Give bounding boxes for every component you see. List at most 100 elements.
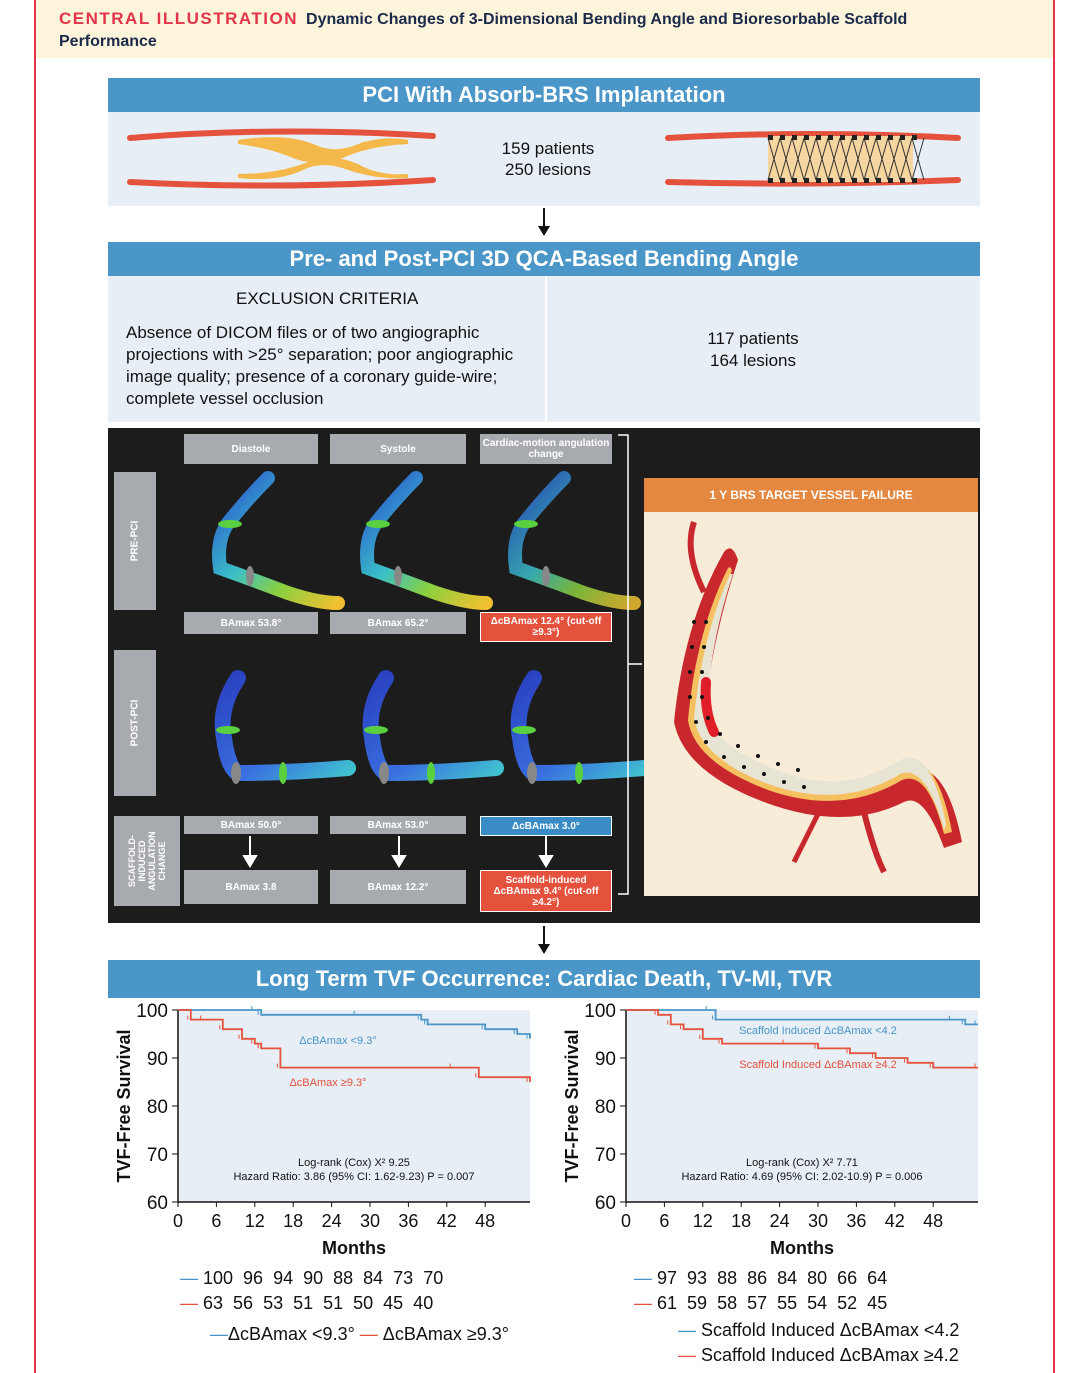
row-post-pci: POST-PCI [114, 650, 156, 796]
y-tick-label: 60 [595, 1193, 616, 1214]
caption-title: Dynamic Changes of 3-Dimensional Bending… [59, 11, 908, 50]
section1-patients: 159 patients [501, 139, 595, 158]
post-pci-vessel-render [510, 670, 652, 782]
km-series-blue [626, 1009, 978, 1026]
section2-lesions: 164 lesions [709, 351, 796, 370]
caption-kicker: CENTRAL ILLUSTRATION [59, 9, 299, 28]
x-tick-label: 30 [360, 1211, 380, 1231]
section2-patients: 117 patients [707, 329, 799, 348]
x-tick-label: 48 [475, 1211, 495, 1231]
y-axis-label: TVF-Free Survival [114, 1029, 134, 1182]
x-tick-label: 36 [846, 1211, 866, 1231]
sc-diastole-value: BAmax 3.8 [184, 870, 318, 904]
post-diastole-value: BAmax 50.0° [184, 816, 318, 834]
series-label: ΔcBAmax ≥9.3° [289, 1077, 366, 1089]
exclusion-text: Absence of DICOM files or of two angiogr… [126, 323, 514, 408]
logrank-annotation: Log-rank (Cox) X² 7.71 [746, 1157, 858, 1169]
y-tick-label: 90 [595, 1049, 616, 1070]
x-tick-label: 42 [885, 1211, 905, 1231]
series-label: Scaffold Induced ΔcBAmax <4.2 [739, 1025, 897, 1037]
y-tick-label: 80 [595, 1097, 616, 1118]
y-tick-label: 90 [147, 1049, 168, 1070]
row-arrows [242, 836, 554, 868]
risk-row-red-left: — 63 56 53 51 51 50 45 40 [180, 1293, 434, 1313]
plot-area [626, 1010, 978, 1202]
pre-systole-value: BAmax 65.2° [330, 612, 466, 634]
section1-lesions: 250 lesions [504, 160, 591, 179]
scaffold-failure-illustration [674, 521, 962, 874]
x-tick-label: 24 [770, 1211, 790, 1231]
legend-left-red: ΔcBAmax ≥9.3° [382, 1324, 509, 1344]
x-tick-label: 0 [621, 1211, 631, 1231]
col-change: Cardiac-motion angulation change [480, 434, 612, 464]
series-label: ΔcBAmax <9.3° [299, 1035, 376, 1047]
section2-divider [545, 276, 547, 422]
x-tick-label: 12 [245, 1211, 265, 1231]
post-systole-value: BAmax 53.0° [330, 816, 466, 834]
sc-systole-value: BAmax 12.2° [330, 870, 466, 904]
post-change-value: ΔcBAmax 3.0° [480, 816, 612, 836]
y-tick-label: 80 [147, 1097, 168, 1118]
section2-panel: EXCLUSION CRITERIA Absence of DICOM file… [108, 276, 980, 422]
hazard-annotation: Hazard Ratio: 4.69 (95% CI: 2.02-10.9) P… [681, 1171, 922, 1183]
x-tick-label: 48 [923, 1211, 943, 1231]
x-tick-label: 24 [322, 1211, 342, 1231]
y-axis-label: TVF-Free Survival [562, 1029, 582, 1182]
pre-pci-vessel-render [360, 471, 493, 610]
post-pci-vessel-render [362, 670, 504, 782]
vessel-illustrations [127, 128, 961, 189]
pre-diastole-value: BAmax 53.8° [184, 612, 318, 634]
x-tick-label: 6 [211, 1211, 221, 1231]
section1-panel: 159 patients 250 lesions [108, 112, 980, 206]
x-tick-label: 42 [437, 1211, 457, 1231]
x-tick-label: 12 [693, 1211, 713, 1231]
logrank-annotation: Log-rank (Cox) X² 9.25 [298, 1157, 410, 1169]
exclusion-heading: EXCLUSION CRITERIA [236, 289, 419, 308]
km-series-red [178, 1009, 531, 1082]
legend-left: —ΔcBAmax <9.3° — ΔcBAmax ≥9.3° [210, 1324, 509, 1344]
row-scaffold: SCAFFOLD-INDUCED ANGULATION CHANGE [114, 816, 180, 906]
tvf-title: 1 Y BRS TARGET VESSEL FAILURE [644, 478, 978, 512]
y-tick-label: 70 [147, 1145, 168, 1166]
down-arrow-icon [538, 208, 550, 236]
section2-title: Pre- and Post-PCI 3D QCA-Based Bending A… [108, 242, 980, 276]
plot-area [178, 1010, 530, 1202]
sc-change-value: Scaffold-induced ΔcBAmax 9.4° (cut-off ≥… [480, 870, 612, 912]
x-tick-label: 0 [173, 1211, 183, 1231]
risk-row-blue-right: — 97 93 88 86 84 80 66 64 [634, 1268, 888, 1288]
x-tick-label: 18 [731, 1211, 751, 1231]
km-series-red [626, 1009, 978, 1069]
legend-left-blue: ΔcBAmax <9.3° [228, 1324, 355, 1344]
risk-row-red-right: — 61 59 58 57 55 54 52 45 [634, 1293, 888, 1313]
x-tick-label: 30 [808, 1211, 828, 1231]
km-series-blue [178, 1009, 531, 1039]
series-label: Scaffold Induced ΔcBAmax ≥4.2 [739, 1059, 897, 1071]
y-tick-label: 70 [595, 1145, 616, 1166]
x-axis-label: Months [770, 1238, 834, 1258]
y-tick-label: 100 [136, 1001, 168, 1022]
section3-title: Long Term TVF Occurrence: Cardiac Death,… [108, 960, 980, 998]
section1-title: PCI With Absorb-BRS Implantation [108, 78, 980, 112]
vessel-renders [212, 471, 652, 784]
stenosed-vessel-icon [127, 128, 436, 189]
x-tick-label: 18 [283, 1211, 303, 1231]
legend-right-red: — Scaffold Induced ΔcBAmax ≥4.2 [678, 1345, 959, 1365]
pre-pci-vessel-render [508, 471, 641, 610]
pre-pci-vessel-render [212, 471, 345, 610]
y-tick-label: 100 [584, 1001, 616, 1022]
row-pre-pci: PRE-PCI [114, 472, 156, 610]
down-arrow-icon [538, 926, 550, 954]
pre-change-value: ΔcBAmax 12.4° (cut-off ≥9.3°) [480, 612, 612, 642]
risk-row-blue-left: — 100 96 94 90 88 84 73 70 [180, 1268, 444, 1288]
x-tick-label: 36 [398, 1211, 418, 1231]
bracket [618, 434, 642, 895]
post-pci-vessel-render [214, 670, 356, 782]
col-systole: Systole [330, 434, 466, 464]
scaffolded-vessel-icon [665, 131, 961, 187]
col-diastole: Diastole [184, 434, 318, 464]
tvf-panel: 1 Y BRS TARGET VESSEL FAILURE [644, 478, 978, 896]
x-axis-label: Months [322, 1238, 386, 1258]
